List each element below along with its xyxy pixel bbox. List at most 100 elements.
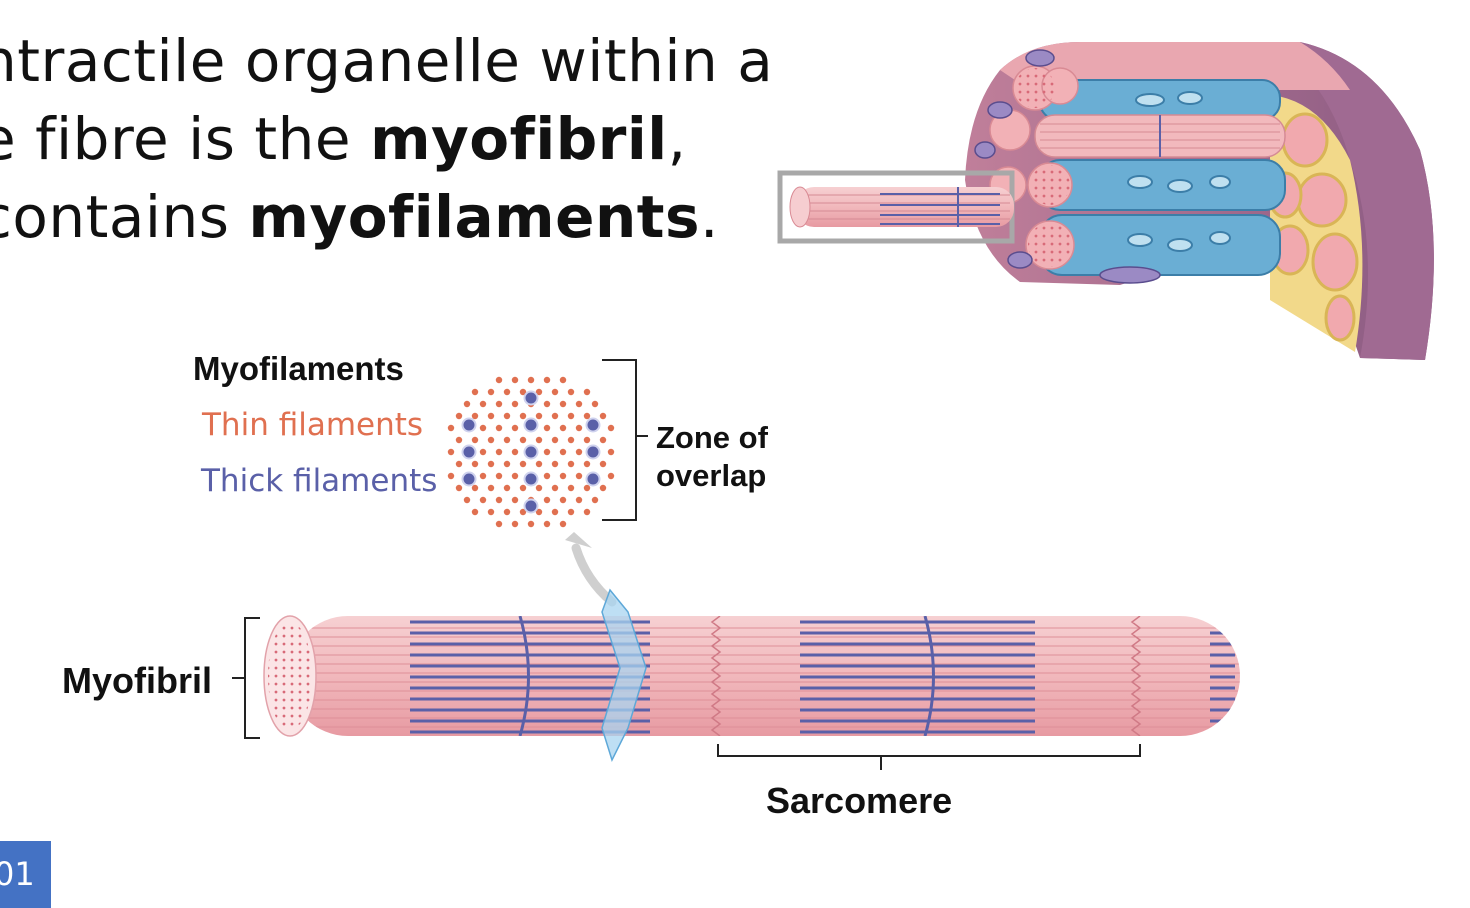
thin-filament-dot [559, 424, 567, 432]
thin-filament-dot [583, 436, 591, 444]
m-line [923, 616, 935, 736]
thin-filament-dot [551, 388, 559, 396]
thin-filament-dot [463, 496, 471, 504]
thin-filament-dot [527, 376, 535, 384]
muscle-fibre-cutaway [777, 42, 1434, 360]
thick-filament-dot [523, 390, 539, 406]
thin-filament-dot [479, 448, 487, 456]
thin-filament-dot [559, 496, 567, 504]
thin-filament-dot [519, 388, 527, 396]
thin-filament-dot [479, 472, 487, 480]
thin-filament-dot [535, 388, 543, 396]
thin-filament-dot [495, 424, 503, 432]
thin-filament-dot [559, 400, 567, 408]
thin-filament-dot [543, 424, 551, 432]
thin-filament-dot [471, 436, 479, 444]
thin-filament-dot [519, 484, 527, 492]
z-disc [1130, 616, 1142, 736]
thin-filament-dot [535, 412, 543, 420]
thin-filament-dot [551, 412, 559, 420]
myofibril-bracket [232, 617, 260, 739]
thick-filament-dot [585, 417, 601, 433]
thin-filament-dot [543, 520, 551, 528]
thick-filament-dot [461, 444, 477, 460]
thin-filament-dot [583, 508, 591, 516]
thin-filament-dot [503, 412, 511, 420]
thin-filament-dot [487, 460, 495, 468]
thin-filament-dot [487, 484, 495, 492]
thick-filament-dot [523, 444, 539, 460]
section-arrow [571, 543, 617, 607]
thin-filament-dot [495, 376, 503, 384]
page-number-badge: 01 [0, 841, 51, 908]
thin-filament-dot [447, 448, 455, 456]
thin-filament-dot [487, 412, 495, 420]
thin-filament-dot [543, 376, 551, 384]
thick-filament-dot [585, 444, 601, 460]
thin-filament-dot [575, 400, 583, 408]
sarcomere-bracket [717, 744, 1141, 770]
thin-filament-dot [471, 508, 479, 516]
thin-filament-dot [519, 412, 527, 420]
thin-filament-dot [511, 424, 519, 432]
thin-filament-dot [583, 484, 591, 492]
heading-line-3: contains myofilaments. [0, 183, 719, 251]
thin-filament-dot [607, 424, 615, 432]
z-disc [710, 616, 722, 736]
thin-filament-dot [487, 388, 495, 396]
thin-filament-dot [511, 496, 519, 504]
thin-filament-dot [535, 508, 543, 516]
thin-filament-dot [583, 388, 591, 396]
thin-filament-dot [487, 436, 495, 444]
sarcomere-label: Sarcomere [766, 780, 953, 821]
thin-filament-dot [599, 484, 607, 492]
thin-filament-dot [495, 448, 503, 456]
thin-filament-dot [567, 484, 575, 492]
thin-filament-dot [599, 436, 607, 444]
thin-filament-dot [471, 412, 479, 420]
thin-filament-dot [551, 436, 559, 444]
thin-filament-dot [495, 472, 503, 480]
thin-filament-dot [447, 472, 455, 480]
heading-line-2: e fibre is the myofibril, [0, 105, 687, 173]
thin-filament-dot [567, 388, 575, 396]
thin-filament-dot [527, 520, 535, 528]
thin-filament-dot [471, 460, 479, 468]
term-myofibril: myofibril [370, 105, 668, 173]
myofibril-tube [263, 615, 1240, 737]
thin-filament-dot [559, 448, 567, 456]
thin-filament-dot [495, 496, 503, 504]
thin-filament-dot [575, 448, 583, 456]
myofibril-label: Myofibril [62, 660, 212, 701]
thin-filament-dot [559, 472, 567, 480]
thin-filament-dot [519, 436, 527, 444]
thin-filament-dot [471, 388, 479, 396]
thin-filament-dot [543, 472, 551, 480]
thin-filament-dot [479, 496, 487, 504]
thin-filament-dot [599, 412, 607, 420]
thin-filament-dot [551, 460, 559, 468]
heading-line-1: ntractile organelle within a [0, 27, 774, 95]
zone-bracket [602, 359, 648, 521]
thin-filament-dot [503, 484, 511, 492]
myofilament-cross-section [447, 376, 615, 528]
thin-filament-dot [511, 520, 519, 528]
thin-filament-dot [479, 400, 487, 408]
thick-filament-dot [523, 498, 539, 514]
thin-filament-dot [455, 436, 463, 444]
thick-filament-dot [461, 471, 477, 487]
thin-filament-dot [455, 412, 463, 420]
thin-filament-dot [543, 400, 551, 408]
thin-filament-dot [511, 472, 519, 480]
thin-filament-dot [503, 436, 511, 444]
thin-filament-dot [511, 376, 519, 384]
thin-filament-dot [599, 460, 607, 468]
thin-filament-dot [503, 388, 511, 396]
section-plane [601, 588, 647, 762]
thick-filaments-label: Thick filaments [201, 463, 438, 499]
thin-filament-dot [567, 436, 575, 444]
thin-filament-dot [583, 412, 591, 420]
thin-filament-dot [455, 460, 463, 468]
thin-filament-dot [559, 520, 567, 528]
